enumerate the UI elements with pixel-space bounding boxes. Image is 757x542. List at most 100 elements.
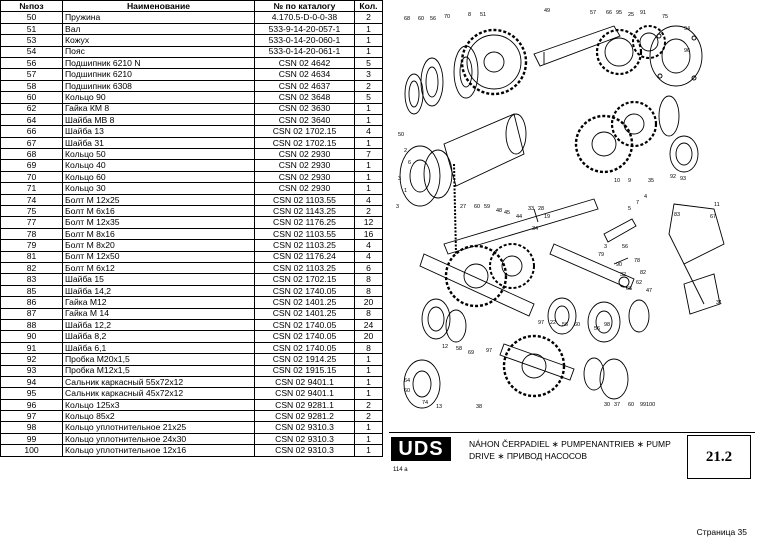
part-callout-label: 82: [640, 270, 646, 276]
row-catalog-number: 533-9-14-20-057-1: [254, 22, 355, 36]
row-name: Подшипник 6210: [62, 68, 255, 81]
row-name: Шайба МВ 8: [62, 113, 255, 127]
row-catalog-number: CSN 02 9281.2: [254, 410, 355, 423]
row-catalog-number: CSN 02 4634: [254, 68, 355, 81]
part-callout-label: 60: [418, 16, 424, 22]
row-name: Шайба 8,2: [62, 330, 255, 343]
row-name: Шайба 15: [62, 273, 255, 286]
part-callout-label: 56: [594, 326, 600, 332]
row-position: 97: [0, 410, 63, 423]
part-callout-label: 57: [590, 10, 596, 16]
row-name: Болт М 12x50: [62, 250, 255, 264]
row-catalog-number: CSN 02 3640: [254, 113, 355, 127]
row-quantity: 20: [354, 330, 383, 343]
row-name: Кольцо уплотнительное 21x25: [62, 421, 255, 434]
part-callout-label: 2: [404, 148, 407, 154]
row-catalog-number: CSN 02 1740.05: [254, 341, 355, 355]
row-name: Болт М 8x20: [62, 239, 255, 252]
row-quantity: 4: [354, 125, 383, 138]
row-position: 78: [0, 227, 63, 241]
part-callout-label: 97: [486, 348, 492, 354]
part-callout-label: 70: [444, 14, 450, 20]
row-name: Шайба 31: [62, 136, 255, 150]
row-position: 74: [0, 193, 63, 207]
part-callout-label: 56: [430, 16, 436, 22]
row-name: Вал: [62, 22, 255, 36]
row-quantity: 1: [354, 387, 383, 400]
row-quantity: 24: [354, 318, 383, 332]
part-callout-label: 25: [628, 12, 634, 18]
part-callout-label: 62: [636, 280, 642, 286]
row-quantity: 4: [354, 250, 383, 264]
row-position: 98: [0, 421, 63, 434]
row-catalog-number: CSN 02 3630: [254, 102, 355, 115]
row-position: 77: [0, 216, 63, 229]
row-position: 94: [0, 375, 63, 389]
row-position: 100: [0, 444, 63, 457]
part-callout-label: 49: [544, 8, 550, 14]
row-name: Шайба 6,1: [62, 341, 255, 355]
row-position: 51: [0, 22, 63, 36]
part-callout-label: 12: [442, 344, 448, 350]
row-catalog-number: CSN 02 9310.3: [254, 421, 355, 434]
row-position: 90: [0, 330, 63, 343]
row-position: 93: [0, 364, 63, 377]
row-name: Кольцо 90: [62, 91, 255, 104]
row-quantity: 1: [354, 22, 383, 36]
part-callout-label: 66: [606, 10, 612, 16]
row-position: 79: [0, 239, 63, 252]
parts-table-header: №поз Наименование № по каталогу Кол.: [0, 0, 383, 13]
part-callout-label: 74: [422, 400, 428, 406]
row-quantity: 4: [354, 239, 383, 252]
part-callout-label: 95: [616, 10, 622, 16]
row-catalog-number: CSN 02 1401.25: [254, 296, 355, 309]
page-number: Страница 35: [696, 527, 747, 537]
row-quantity: 16: [354, 227, 383, 241]
part-callout-label: 69: [468, 350, 474, 356]
row-catalog-number: CSN 02 1915.15: [254, 364, 355, 377]
part-callout-label: 60: [574, 322, 580, 328]
part-callout-label: 45: [504, 210, 510, 216]
row-name: Кольцо уплотнительное 12x16: [62, 444, 255, 457]
row-position: 95: [0, 387, 63, 400]
part-callout-label: 34: [532, 226, 538, 232]
row-position: 50: [0, 11, 63, 24]
row-catalog-number: CSN 02 1103.25: [254, 261, 355, 275]
row-name: Пробка М12x1,5: [62, 364, 255, 377]
row-quantity: 1: [354, 444, 383, 457]
part-callout-label: 60: [474, 204, 480, 210]
row-position: 71: [0, 182, 63, 195]
part-callout-label: 79: [598, 252, 604, 258]
row-quantity: 1: [354, 375, 383, 389]
row-quantity: 1: [354, 34, 383, 47]
row-catalog-number: CSN 02 1740.05: [254, 284, 355, 298]
row-position: 86: [0, 296, 63, 309]
part-callout-label: 3: [604, 244, 607, 250]
row-position: 70: [0, 170, 63, 184]
row-name: Кольцо 125x3: [62, 398, 255, 412]
part-callout-label: 4: [644, 194, 647, 200]
row-quantity: 12: [354, 216, 383, 229]
row-quantity: 4: [354, 193, 383, 207]
row-quantity: 1: [354, 432, 383, 446]
row-catalog-number: CSN 02 1401.25: [254, 307, 355, 320]
row-position: 57: [0, 68, 63, 81]
row-quantity: 3: [354, 68, 383, 81]
row-quantity: 1: [354, 136, 383, 150]
row-name: Пробка М20x1,5: [62, 353, 255, 366]
row-name: Болт М 12x35: [62, 216, 255, 229]
